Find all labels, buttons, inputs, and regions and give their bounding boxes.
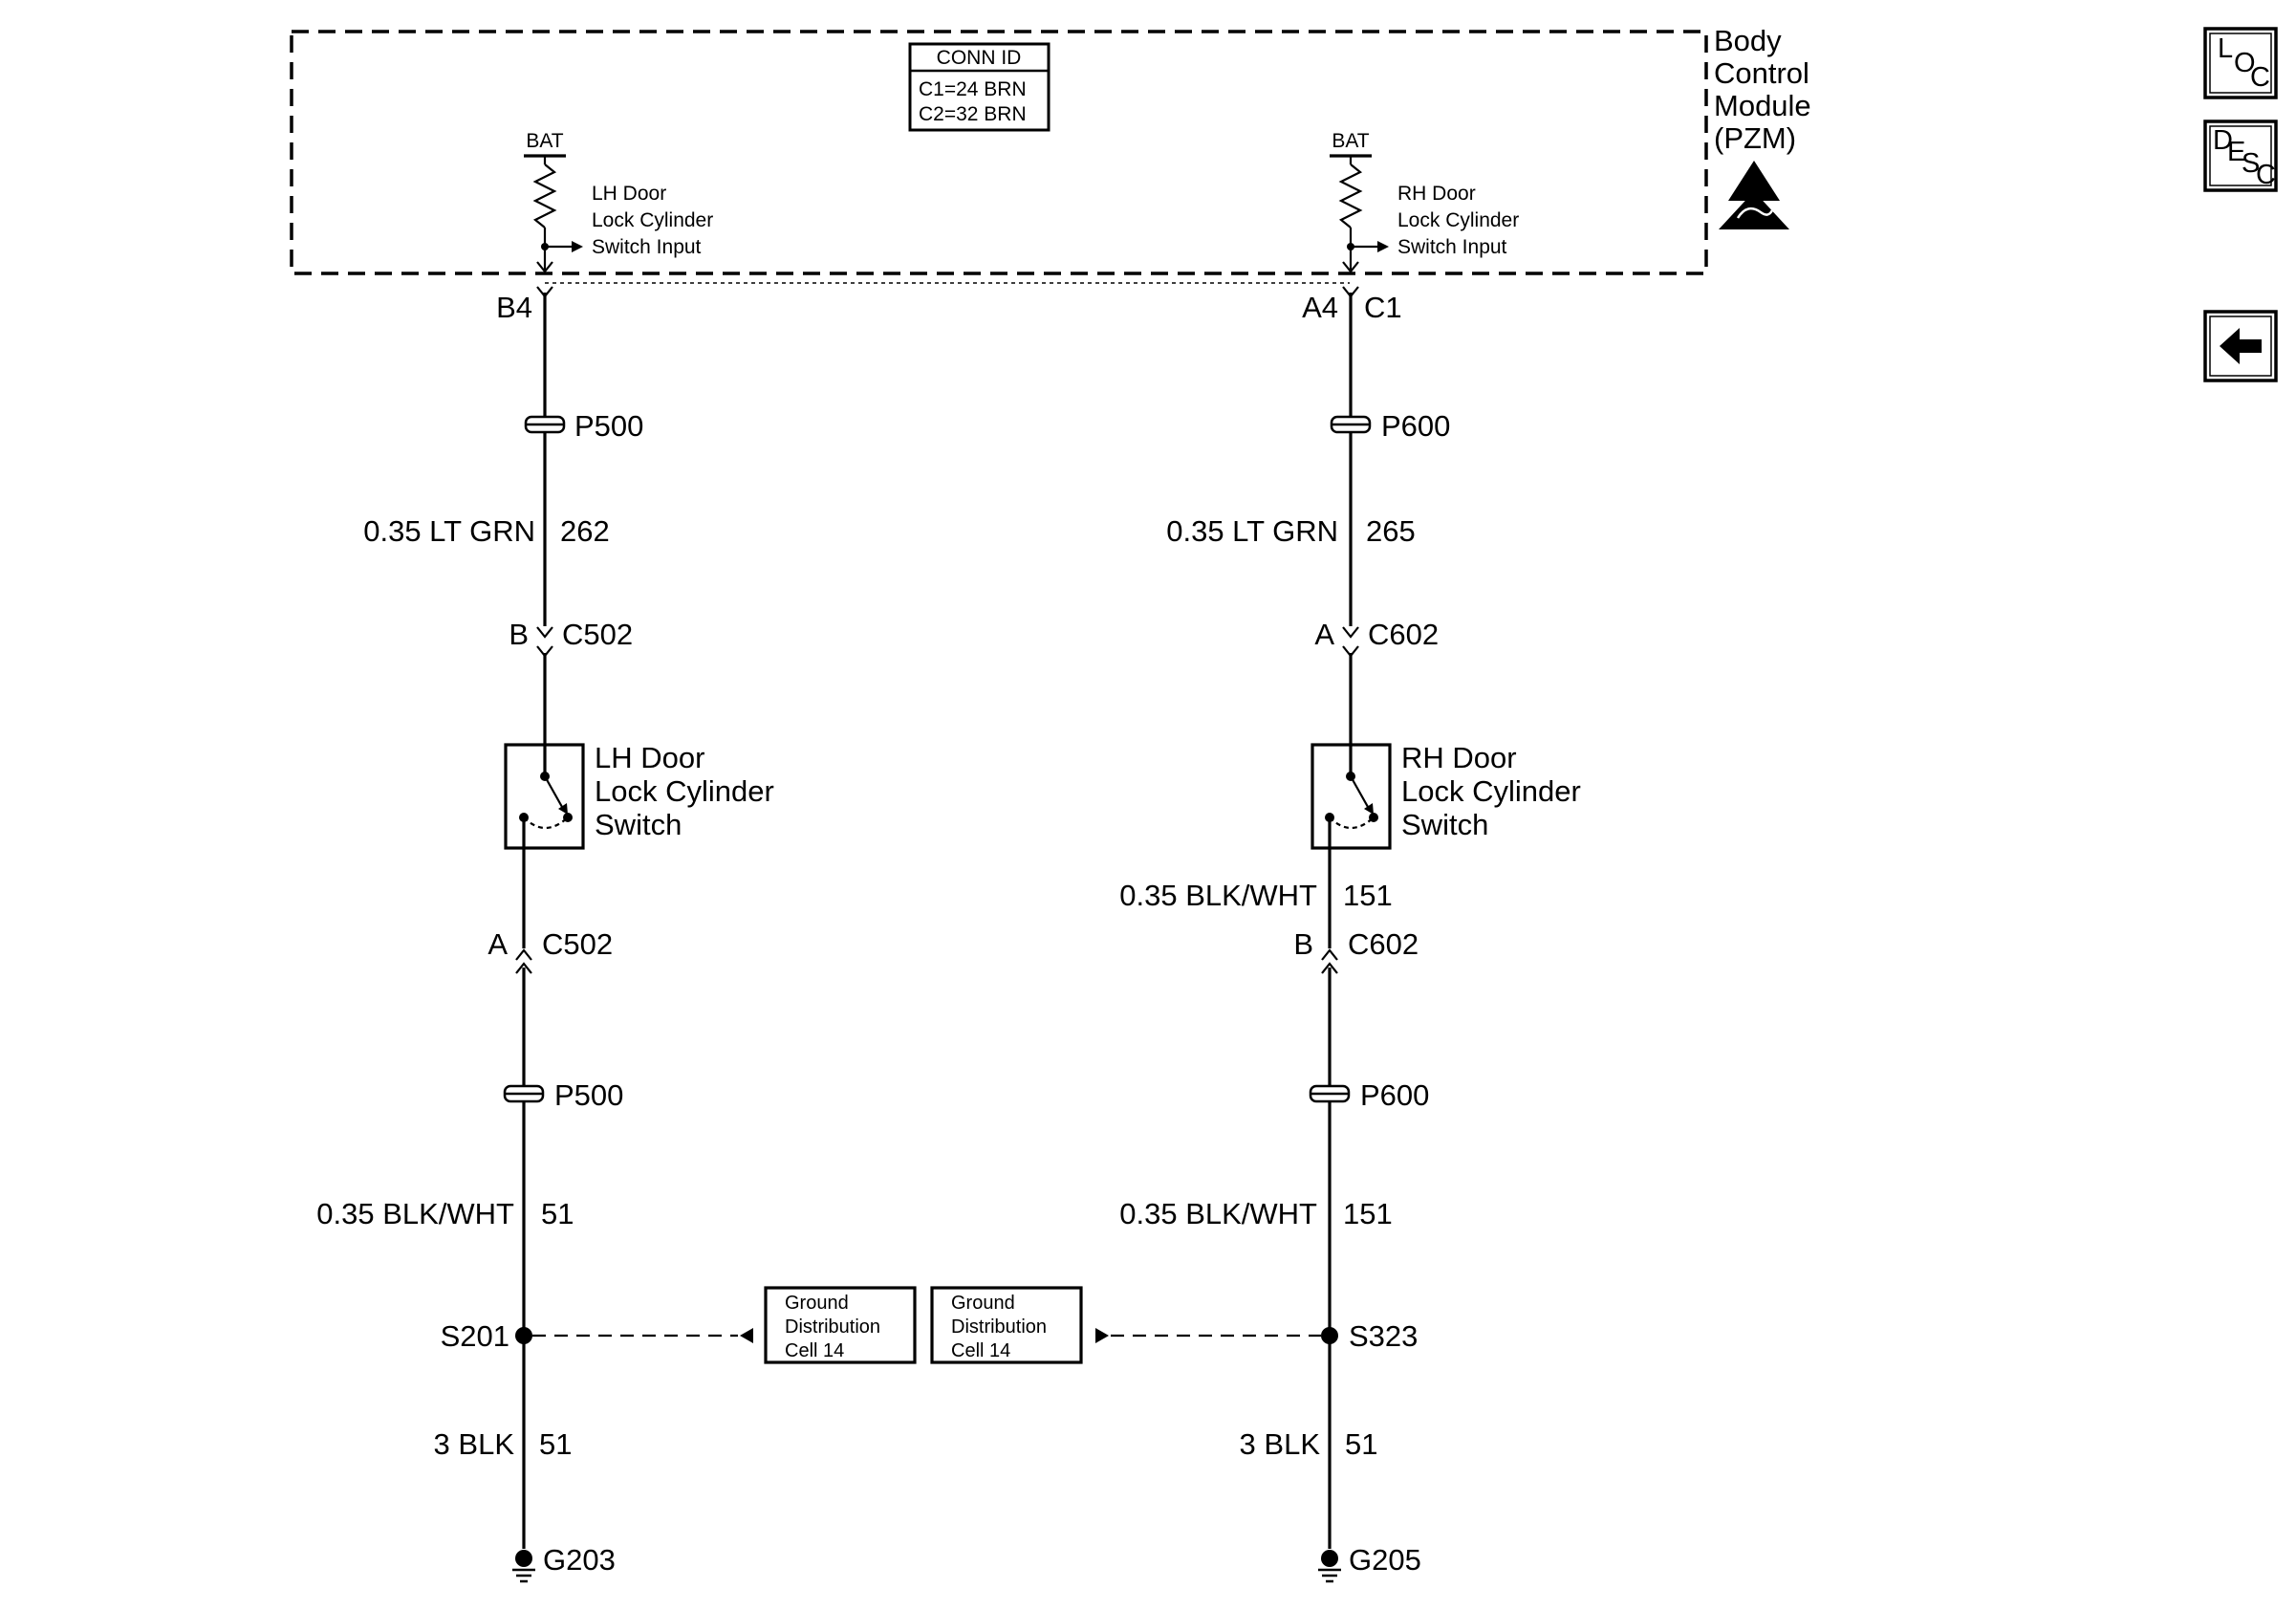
svg-text:E: E (2227, 137, 2245, 167)
lh-lower-splice-pack: P500 (503, 1078, 623, 1112)
back-button[interactable] (2203, 310, 2278, 382)
svg-text:Distribution: Distribution (785, 1316, 880, 1338)
lh-door-lock-cylinder-switch (504, 743, 585, 850)
loc-button[interactable]: L O C (2203, 27, 2278, 99)
rh-switch-out-wire-gauge: 0.35 BLK/WHT (1119, 879, 1317, 912)
rh-switch-label: RH Door Lock Cylinder Switch (1401, 741, 1581, 841)
lh-internal-pullup: BAT (524, 130, 583, 273)
lh-upper-wire (536, 286, 553, 784)
lh-lower-wire (515, 848, 532, 1549)
svg-text:C: C (2250, 62, 2270, 93)
lh-switch-label: LH Door Lock Cylinder Switch (595, 741, 774, 841)
svg-text:C1=24 BRN: C1=24 BRN (919, 78, 1027, 100)
svg-text:Ground: Ground (785, 1293, 849, 1314)
rh-ground-label: G205 (1349, 1543, 1421, 1577)
rh-ground-wire-circuit: 51 (1345, 1427, 1377, 1461)
svg-text:Lock Cylinder: Lock Cylinder (1397, 209, 1519, 231)
svg-text:L: L (2218, 33, 2233, 64)
rh-pin-conn-c1: C1 (1364, 291, 1402, 324)
lh-pin-b4: B4 (496, 291, 532, 324)
svg-text:P500: P500 (574, 409, 643, 443)
rh-pin-a4: A4 (1302, 291, 1338, 324)
svg-text:C2=32 BRN: C2=32 BRN (919, 103, 1027, 125)
rh-splice-s323 (1321, 1327, 1338, 1344)
svg-text:Module: Module (1714, 89, 1811, 122)
lh-switch-input-label: LH Door Lock Cylinder Switch Input (592, 183, 713, 258)
rh-internal-pullup: BAT (1330, 130, 1389, 273)
svg-text:D: D (2213, 125, 2233, 156)
lh-lower-wire-gauge: 0.35 BLK/WHT (316, 1197, 514, 1230)
svg-text:Switch Input: Switch Input (1397, 236, 1507, 258)
lh-ground-distribution-link[interactable]: Ground Distribution Cell 14 (532, 1286, 917, 1364)
lh-upper-conn-pin: B (509, 618, 529, 651)
lh-splice-s201 (515, 1327, 532, 1344)
rh-upper-wire-circuit: 265 (1366, 514, 1416, 548)
rh-upper-conn: C602 (1368, 618, 1439, 651)
body-control-module-boundary (290, 30, 1708, 275)
rh-lower-wire-circuit: 151 (1343, 1197, 1393, 1230)
svg-text:Switch Input: Switch Input (592, 236, 702, 258)
rh-splice-label: S323 (1349, 1319, 1418, 1353)
rh-lower-conn: C602 (1348, 927, 1419, 961)
svg-text:Distribution: Distribution (951, 1316, 1047, 1338)
rh-lower-splice-pack: P600 (1309, 1078, 1429, 1112)
svg-text:LH Door: LH Door (592, 183, 666, 205)
lh-lower-conn-pin: A (487, 927, 508, 961)
svg-text:C: C (2256, 160, 2276, 190)
svg-text:Lock Cylinder: Lock Cylinder (595, 774, 774, 808)
svg-text:Control: Control (1714, 56, 1809, 90)
svg-text:LH Door: LH Door (595, 741, 704, 774)
conn-id-box: CONN ID C1=24 BRN C2=32 BRN (908, 42, 1051, 132)
lh-upper-splice-pack: P500 (524, 409, 643, 443)
lh-upper-wire-circuit: 262 (560, 514, 610, 548)
svg-text:Cell 14: Cell 14 (785, 1340, 844, 1361)
rh-upper-conn-pin: A (1314, 618, 1334, 651)
svg-text:Body: Body (1714, 24, 1782, 57)
rh-ground-wire-gauge: 3 BLK (1240, 1427, 1321, 1461)
rh-switch-input-label: RH Door Lock Cylinder Switch Input (1397, 183, 1519, 258)
lh-ground-label: G203 (543, 1543, 616, 1577)
svg-text:P600: P600 (1381, 409, 1450, 443)
lh-ground-wire-circuit: 51 (539, 1427, 572, 1461)
svg-text:RH Door: RH Door (1397, 183, 1476, 205)
lh-lower-wire-circuit: 51 (541, 1197, 574, 1230)
arrow-left-icon (2220, 328, 2262, 364)
svg-text:P500: P500 (554, 1078, 623, 1112)
lh-upper-conn: C502 (562, 618, 633, 651)
svg-text:Cell 14: Cell 14 (951, 1340, 1010, 1361)
lh-upper-wire-gauge: 0.35 LT GRN (363, 514, 535, 548)
rh-lower-wire-gauge: 0.35 BLK/WHT (1119, 1197, 1317, 1230)
svg-text:Lock Cylinder: Lock Cylinder (1401, 774, 1581, 808)
svg-text:O: O (2234, 48, 2256, 78)
rh-upper-wire (1342, 286, 1359, 784)
svg-text:RH Door: RH Door (1401, 741, 1517, 774)
desc-button[interactable]: D E S C (2203, 120, 2278, 192)
svg-text:(PZM): (PZM) (1714, 121, 1796, 155)
lh-ground-g203 (512, 1550, 535, 1583)
svg-text:Lock Cylinder: Lock Cylinder (592, 209, 713, 231)
svg-text:P600: P600 (1360, 1078, 1429, 1112)
svg-text:Switch: Switch (1401, 808, 1488, 841)
svg-text:S: S (2242, 148, 2260, 179)
svg-text:Switch: Switch (595, 808, 682, 841)
svg-text:CONN ID: CONN ID (937, 47, 1022, 69)
svg-text:BAT: BAT (1332, 130, 1369, 152)
rh-door-lock-cylinder-switch (1310, 743, 1392, 850)
rh-upper-wire-gauge: 0.35 LT GRN (1166, 514, 1338, 548)
rh-lower-conn-pin: B (1293, 927, 1313, 961)
rh-switch-out-wire-circuit: 151 (1343, 879, 1393, 912)
rh-ground-distribution-link[interactable]: Ground Distribution Cell 14 (930, 1286, 1321, 1364)
rh-lower-wire (1321, 848, 1338, 1549)
lh-splice-label: S201 (441, 1319, 509, 1353)
esd-sensitive-icon (1719, 161, 1789, 229)
svg-text:Ground: Ground (951, 1293, 1015, 1314)
rh-ground-g205 (1318, 1550, 1341, 1583)
lh-lower-conn: C502 (542, 927, 613, 961)
rh-upper-splice-pack: P600 (1330, 409, 1450, 443)
lh-ground-wire-gauge: 3 BLK (434, 1427, 515, 1461)
svg-text:BAT: BAT (526, 130, 563, 152)
module-name: Body Control Module (PZM) (1714, 24, 1811, 155)
